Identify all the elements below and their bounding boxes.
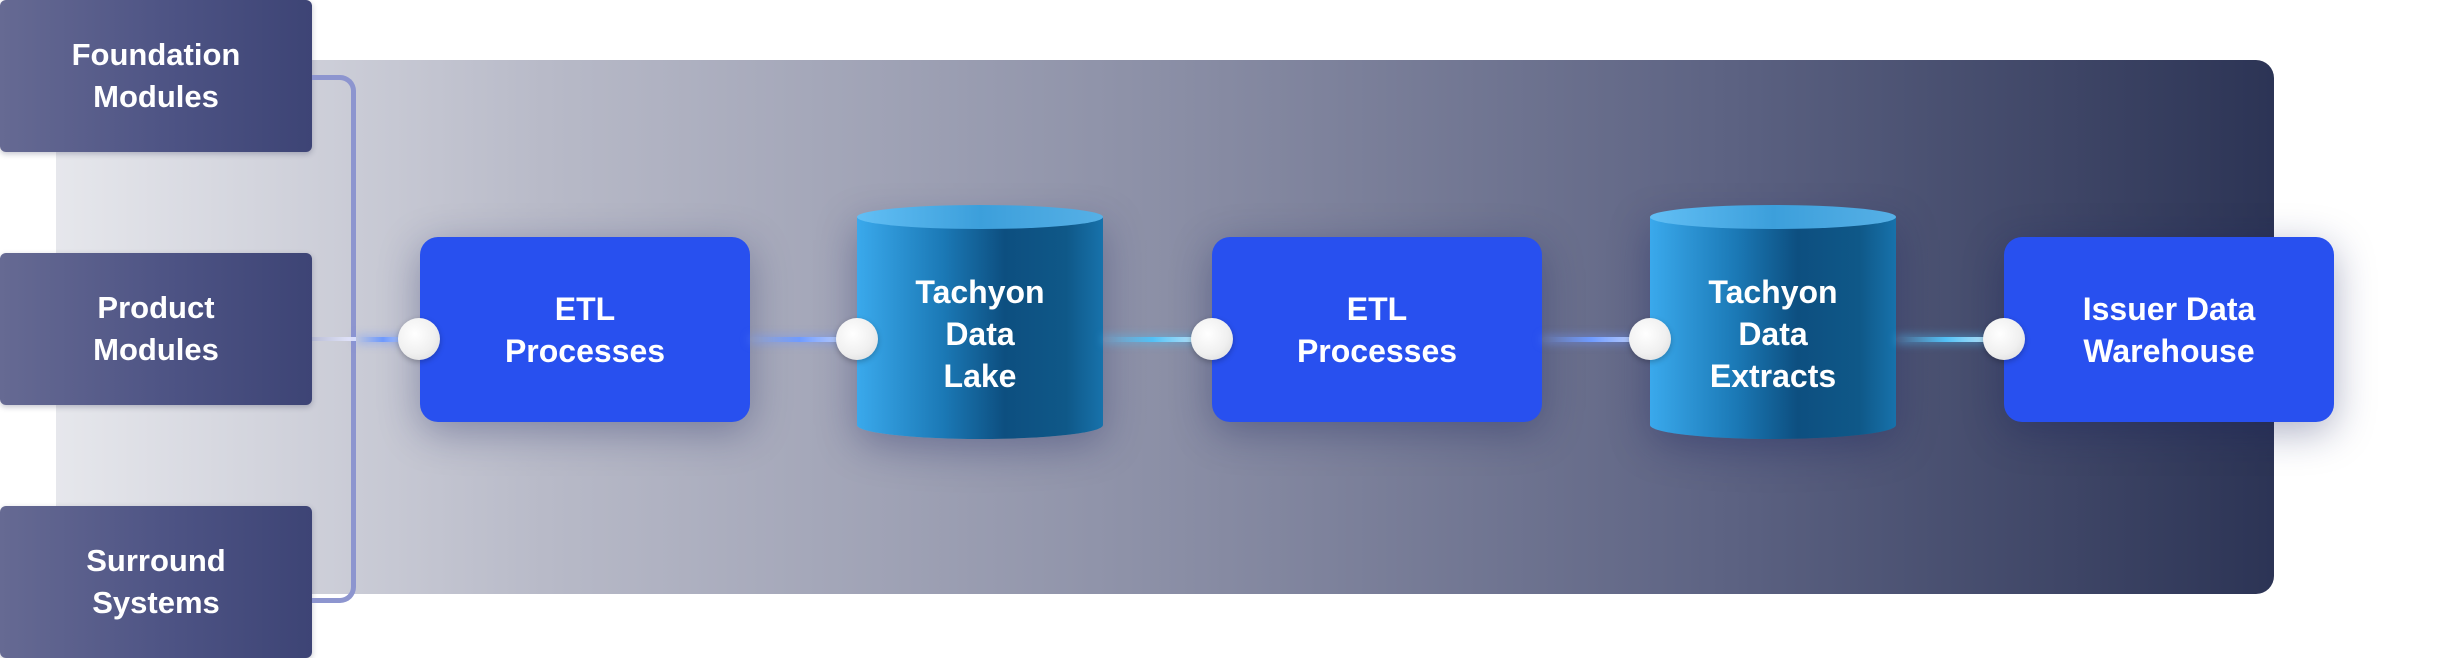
tachyon-data-lake-label: Tachyon Data Lake: [915, 274, 1045, 394]
issuer-data-warehouse-input-port: [1983, 318, 2025, 360]
source-foundation-modules: Foundation Modules: [0, 0, 312, 152]
etl-processes-1-label: ETL Processes: [504, 290, 666, 369]
connector-etl-2-to-data-extracts: [1542, 337, 1652, 342]
source-product-modules: Product Modules: [0, 253, 312, 405]
pipeline-backdrop: [56, 60, 2274, 594]
connector-data-lake-to-etl-2: [1103, 337, 1213, 342]
connector-data-extracts-to-warehouse: [1896, 337, 2006, 342]
source-surround-systems: Surround Systems: [0, 506, 312, 658]
etl-processes-2-label: ETL Processes: [1296, 290, 1458, 369]
tachyon-data-lake-body: [857, 217, 1103, 439]
tachyon-data-extracts: Tachyon Data Extracts: [1650, 205, 1896, 451]
issuer-data-warehouse-label: Issuer Data Warehouse: [2082, 290, 2256, 369]
etl-processes-2-input-port: [1191, 318, 1233, 360]
tachyon-data-extracts-input-port: [1629, 318, 1671, 360]
tachyon-data-lake-input-port: [836, 318, 878, 360]
source-product-modules-label: Product Modules: [93, 290, 219, 367]
source-foundation-modules-label: Foundation Modules: [71, 37, 241, 114]
etl-processes-1-input-port: [398, 318, 440, 360]
connector-sources-to-etl-1: [356, 337, 416, 342]
etl-processes-1: ETL Processes: [420, 237, 750, 422]
tachyon-data-extracts-body: [1650, 217, 1896, 439]
source-surround-systems-label: Surround Systems: [86, 543, 226, 620]
issuer-data-warehouse: Issuer Data Warehouse: [2004, 237, 2334, 422]
tachyon-data-extracts-top: [1650, 205, 1896, 229]
connector-etl-1-to-data-lake: [750, 337, 860, 342]
etl-processes-2: ETL Processes: [1212, 237, 1542, 422]
source-merge-connector: [312, 337, 356, 341]
tachyon-data-lake: Tachyon Data Lake: [857, 205, 1103, 451]
tachyon-data-extracts-label: Tachyon Data Extracts: [1708, 274, 1838, 394]
tachyon-data-lake-top: [857, 205, 1103, 229]
